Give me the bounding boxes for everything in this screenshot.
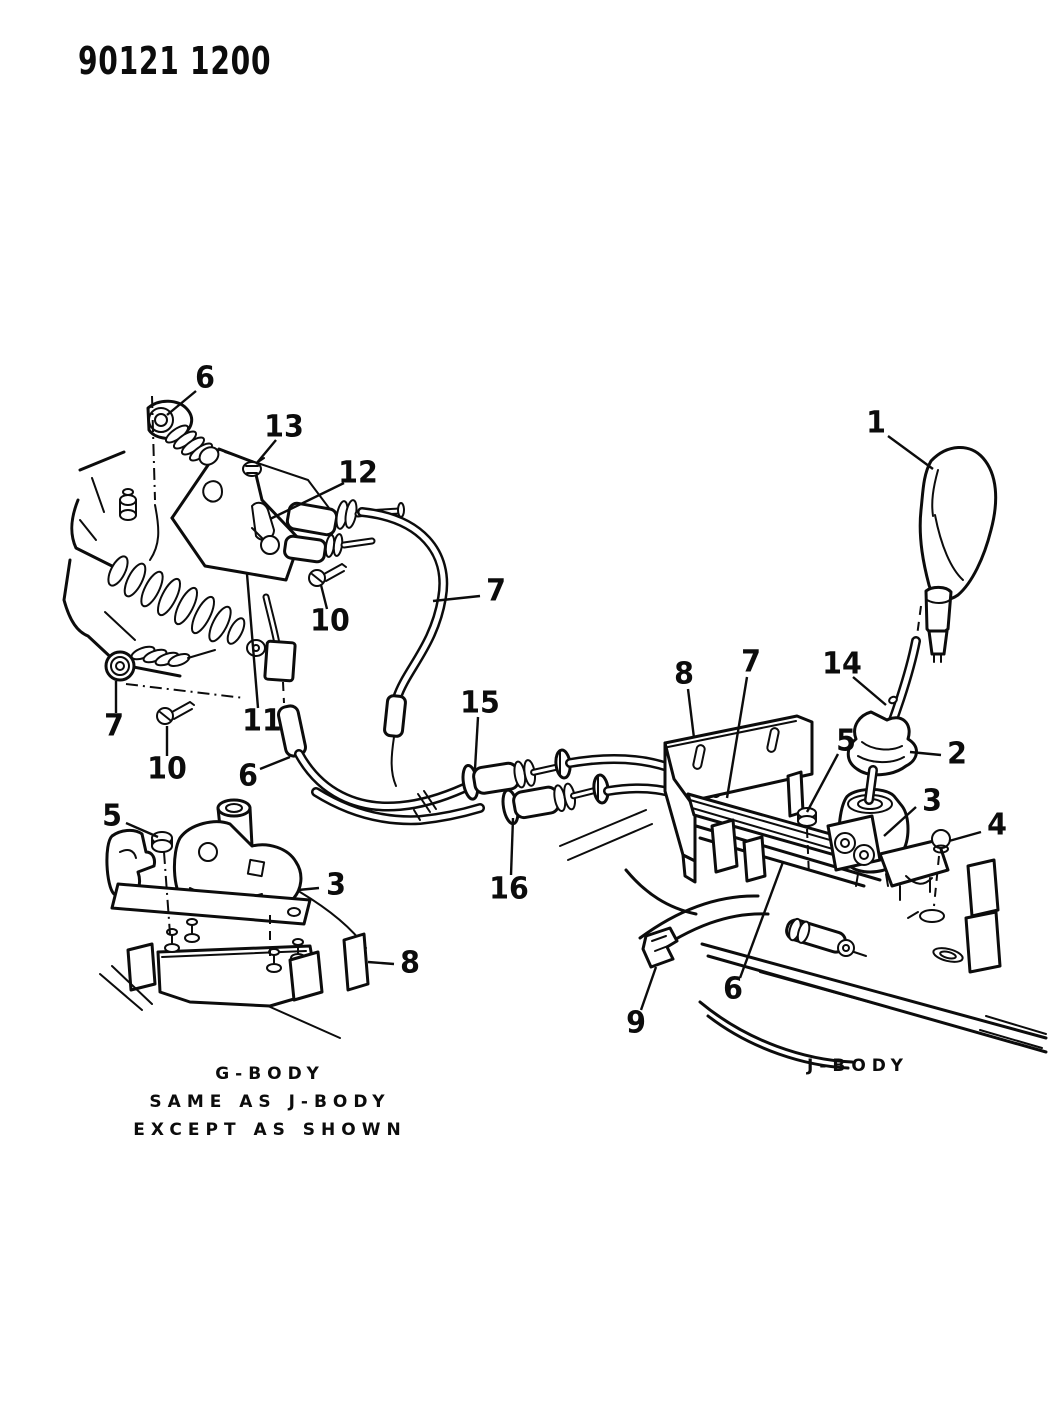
jbody-console-bracket [663, 714, 814, 884]
callout-leader-16 [509, 817, 515, 876]
callout-leader-8 [686, 688, 696, 739]
callout-6: 6 [238, 758, 258, 794]
callout-leader-2 [909, 750, 942, 757]
callout-leader-9 [639, 966, 658, 1011]
caption-j-body-text: J-BODY [807, 1056, 909, 1076]
callout-6: 6 [195, 360, 215, 396]
caption-g-body-line: G-BODY [215, 1064, 325, 1084]
part-number: 90121 1200 [78, 39, 272, 83]
callout-3: 3 [326, 867, 346, 903]
callout-6: 6 [723, 971, 743, 1007]
callout-leader-15 [473, 716, 480, 770]
callout-8: 8 [674, 656, 694, 692]
caption-g-body-line: SAME AS J-BODY [149, 1092, 391, 1112]
callout-leader-6 [166, 390, 197, 416]
callout-7: 7 [486, 573, 506, 609]
caption-j-body: J-BODY [807, 1052, 909, 1080]
callout-8: 8 [400, 945, 420, 981]
gearshift-cables [262, 507, 721, 826]
callout-leader-5 [805, 753, 840, 813]
callout-leader-4 [948, 830, 982, 843]
callout-leader-3 [883, 806, 917, 837]
callout-5: 5 [102, 798, 122, 834]
gbody-shifter-base [99, 798, 370, 1039]
callout-14: 14 [822, 646, 862, 682]
callout-11: 11 [242, 703, 282, 739]
callout-3: 3 [922, 783, 942, 819]
callout-10: 10 [310, 603, 350, 639]
callout-10: 10 [147, 751, 187, 787]
callout-leader-14 [852, 676, 887, 706]
callout-4: 4 [987, 807, 1007, 843]
callout-15: 15 [460, 685, 500, 721]
callout-13: 13 [264, 409, 304, 445]
callout-leader-11 [245, 573, 260, 709]
callout-1: 1 [866, 405, 886, 441]
callout-leader-13 [255, 439, 277, 465]
callout-12: 12 [338, 455, 378, 491]
callout-leader-12 [269, 481, 345, 521]
gbody-transaxle-assembly [62, 395, 405, 725]
callout-leaders [114, 390, 982, 1011]
callout-leader-7 [725, 676, 749, 799]
callout-leader-10 [319, 584, 329, 610]
callout-5: 5 [836, 723, 856, 759]
callout-leader-6 [259, 755, 291, 771]
callout-7: 7 [741, 644, 761, 680]
callout-leader-1 [887, 435, 934, 470]
callout-leader-5 [125, 821, 159, 839]
jbody-floor-pan [559, 809, 1048, 1070]
callout-9: 9 [626, 1005, 646, 1041]
caption-g-body: G-BODY SAME AS J-BODY EXCEPT AS SHOWN [133, 1060, 406, 1144]
caption-g-body-line: EXCEPT AS SHOWN [133, 1120, 407, 1140]
callout-16: 16 [489, 871, 529, 907]
callout-2: 2 [947, 736, 967, 772]
jbody-shifter-assembly [641, 445, 998, 969]
callout-leader-8 [367, 960, 395, 966]
callout-leader-6 [738, 861, 785, 979]
callout-leader-3 [297, 886, 320, 892]
callout-7: 7 [104, 708, 124, 744]
callout-leader-7 [432, 594, 481, 603]
